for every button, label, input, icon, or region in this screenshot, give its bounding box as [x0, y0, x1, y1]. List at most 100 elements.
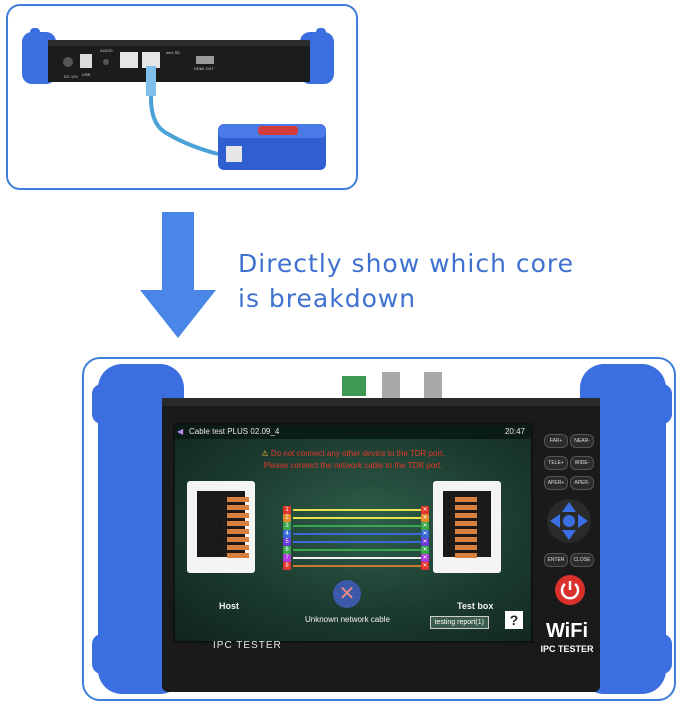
status-time: 20:47	[504, 427, 525, 436]
dpad	[547, 499, 591, 543]
host-pin	[227, 537, 249, 542]
keypad-button-enter[interactable]: ENTER	[544, 553, 568, 567]
wire-end-number: 1	[283, 506, 291, 514]
testbox-pin	[455, 545, 477, 550]
keypad-button-wide[interactable]: WIDE-	[570, 456, 594, 470]
testbox-label: Test box	[457, 601, 494, 611]
host-pin	[227, 505, 249, 510]
down-arrow-icon	[140, 212, 216, 338]
wire-end-mark: ✕	[421, 514, 429, 522]
wire-line	[293, 541, 421, 543]
host-pin	[227, 553, 249, 558]
testbox-pin-number: 4	[447, 519, 451, 526]
device-screen: ◀ Cable test PLUS 02.09_4 20:47 ⚠ Do not…	[173, 423, 533, 643]
wire-end-number: 7	[283, 554, 291, 562]
host-pin-number: 3	[219, 511, 223, 518]
help-button[interactable]: ?	[505, 611, 523, 629]
device-top-illustration: DC 12V USB AUDIO mini SD HDMI OUT	[22, 28, 334, 170]
wire-line	[293, 509, 421, 511]
host-pin	[227, 529, 249, 534]
mini-sd-label: mini SD	[166, 50, 180, 55]
wire-line	[293, 525, 421, 527]
caption: Directly show which core is breakdown	[238, 246, 574, 316]
wifi-badge: WiFi IPC TESTER	[538, 618, 596, 664]
caption-line-2: is breakdown	[238, 284, 417, 313]
status-bar: ◀ Cable test PLUS 02.09_4 20:47	[175, 425, 531, 439]
hdmi-port	[196, 56, 214, 64]
testing-report-button[interactable]: testing report(1)	[429, 616, 489, 629]
wire-end-number: 5	[283, 538, 291, 546]
host-label: Host	[219, 601, 239, 611]
host-pin-number: 2	[219, 503, 223, 510]
dc-label: DC 12V	[64, 74, 78, 79]
testbox-pin	[455, 553, 477, 558]
warning-text-1: Do not connect any other device to the T…	[270, 449, 445, 458]
wire-end-mark: ✕	[421, 538, 429, 546]
wire-end-number: 4	[283, 530, 291, 538]
power-icon	[560, 583, 580, 600]
cable-plug	[146, 66, 156, 96]
usb-port	[80, 54, 92, 68]
host-pin-number: 6	[219, 535, 223, 542]
testbox-pin-number: 5	[447, 527, 451, 534]
dc-port	[63, 57, 73, 67]
wire-end-mark: ✕	[421, 530, 429, 538]
right-bumper-front	[580, 364, 666, 694]
host-pin-number: 4	[219, 519, 223, 526]
testbox-pin-number: 1	[447, 495, 451, 502]
hdmi-label: HDMI OUT	[194, 66, 214, 71]
testbox-pin	[455, 497, 477, 502]
back-icon[interactable]: ◀	[177, 427, 184, 436]
tester-label	[258, 126, 298, 135]
testbox-pin-number: 2	[447, 503, 451, 510]
down-arrow-icon[interactable]	[562, 530, 576, 540]
keypad-button-close[interactable]: CLOSE	[570, 553, 594, 567]
wire-end-mark: ✕	[421, 522, 429, 530]
testbox-pin-number: 3	[447, 511, 451, 518]
testbox-pin	[455, 513, 477, 518]
result-label: Unknown network cable	[305, 615, 390, 624]
top-device-panel: DC 12V USB AUDIO mini SD HDMI OUT	[6, 4, 358, 190]
wire-end-number: 8	[283, 562, 291, 570]
testbox-pin	[455, 505, 477, 510]
testbox-pin	[455, 521, 477, 526]
host-pin-number: 7	[219, 543, 223, 550]
wire-line	[293, 565, 421, 567]
tester-badge-label: IPC TESTER	[540, 644, 594, 654]
error-x-icon: ✕	[333, 580, 361, 608]
left-arrow-icon[interactable]	[550, 514, 560, 528]
dpad-center[interactable]	[563, 515, 575, 527]
tdr-port	[142, 52, 160, 68]
wire-line	[293, 517, 421, 519]
network-cable	[149, 66, 219, 156]
wifi-label: WiFi	[545, 620, 589, 642]
keypad-button-near[interactable]: NEAR-	[570, 434, 594, 448]
host-pin-number: 8	[219, 551, 223, 558]
wire-line	[293, 549, 421, 551]
usb-label: USB	[82, 72, 91, 77]
tester-port	[226, 146, 242, 162]
keypad-button-aper[interactable]: APER-	[570, 476, 594, 490]
wire-end-mark: ✕	[421, 562, 429, 570]
brand-label: IPC TESTER	[213, 640, 282, 651]
keypad-button-tele[interactable]: TELE+	[544, 456, 568, 470]
host-pin	[227, 521, 249, 526]
warning-icon: ⚠	[261, 449, 269, 458]
wire-end-number: 6	[283, 546, 291, 554]
wire-end-mark: ✕	[421, 506, 429, 514]
wire-end-mark: ✕	[421, 554, 429, 562]
host-pin	[227, 497, 249, 502]
testbox-pin-number: 8	[447, 551, 451, 558]
keypad-button-aper[interactable]: APER+	[544, 476, 568, 490]
power-button[interactable]	[554, 574, 586, 606]
caption-line-1: Directly show which core	[238, 249, 575, 278]
right-arrow-icon[interactable]	[578, 514, 588, 528]
warning-line-2: Please connect the network cable to the …	[263, 461, 443, 470]
host-pin-number: 1	[219, 495, 223, 502]
wire-end-mark: ✕	[421, 546, 429, 554]
host-pin-number: 5	[219, 527, 223, 534]
up-arrow-icon[interactable]	[562, 502, 576, 512]
wire-end-number: 3	[283, 522, 291, 530]
keypad-button-far[interactable]: FAR+	[544, 434, 568, 448]
bnc-connector-2	[424, 372, 442, 398]
